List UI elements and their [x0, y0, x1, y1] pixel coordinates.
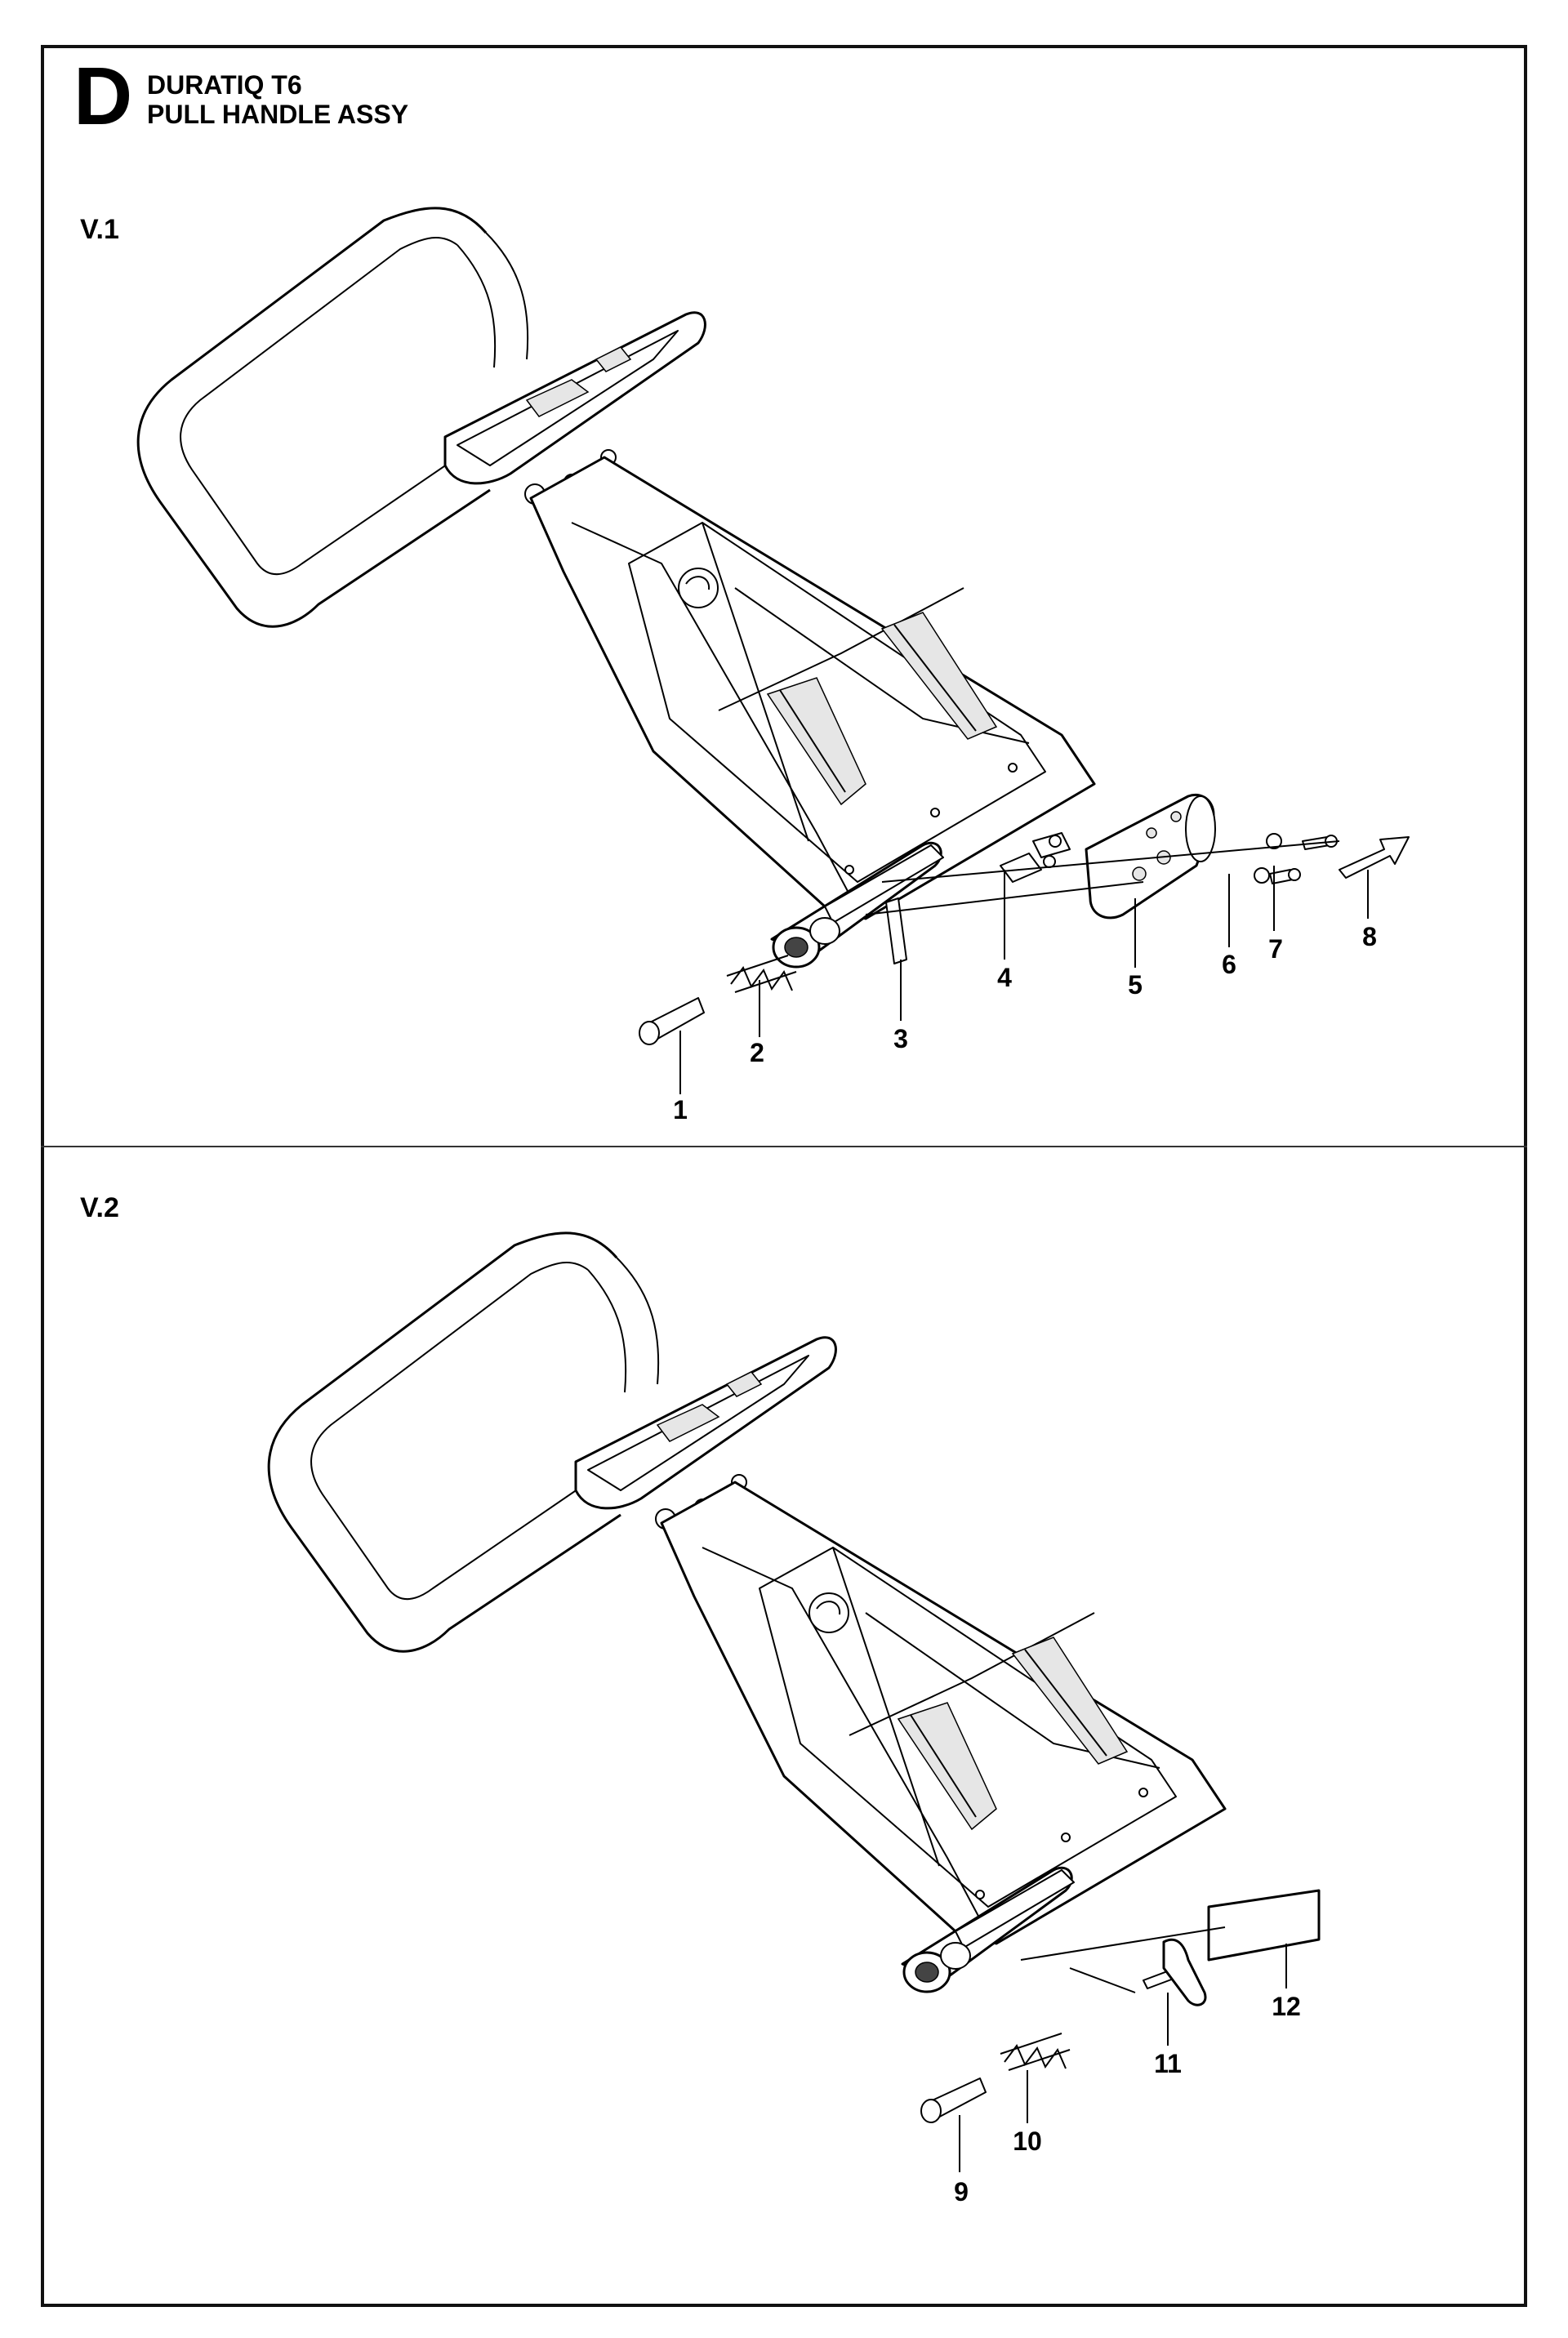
- v2-part-12-label: [1207, 1889, 1321, 1962]
- v1-part-4-bracket: [1000, 832, 1071, 883]
- variant-2-label: V.2: [80, 1192, 119, 1223]
- part-number-11: 11: [1154, 2049, 1182, 2078]
- v2-part-10-spring: [1000, 2033, 1071, 2071]
- v1-part-5-cover: [1085, 794, 1216, 920]
- part-number-7: 7: [1268, 934, 1283, 964]
- part-number-2: 2: [750, 1038, 764, 1067]
- drawing-frame: [41, 45, 1527, 2307]
- v1-part-6-nut: [1254, 833, 1282, 884]
- v1-part-2-spring: [726, 955, 797, 993]
- v1-part-3-rod: [885, 897, 907, 964]
- part-number-6: 6: [1222, 950, 1236, 979]
- part-number-8: 8: [1362, 922, 1377, 951]
- variant-1-label: V.1: [80, 214, 119, 245]
- part-number-9: 9: [954, 2177, 969, 2207]
- part-number-5: 5: [1128, 970, 1143, 1000]
- v1-leader-lines: [679, 840, 1369, 1094]
- title-block: DURATIQ T6 PULL HANDLE ASSY: [147, 70, 408, 129]
- v1-part-8-arrow: [1339, 836, 1410, 879]
- section-letter: D: [74, 51, 133, 142]
- v2-part-9-pin: [920, 2077, 987, 2123]
- v2-part-11-knob: [1143, 1938, 1207, 2006]
- part-number-4: 4: [997, 963, 1012, 992]
- v1-part-numbers: 1 2 3 4 5 6 7 8: [673, 922, 1377, 1124]
- v1-pull-handle-drawing: 1 2 3 4 5 6 7 8: [136, 207, 1410, 1124]
- part-number-1: 1: [673, 1095, 688, 1124]
- v1-part-1-pin: [639, 997, 705, 1045]
- part-number-10: 10: [1013, 2126, 1042, 2156]
- part-number-3: 3: [893, 1024, 908, 1053]
- v2-pull-handle-drawing: 9 10 11 12: [267, 1231, 1321, 2207]
- assembly-name: PULL HANDLE ASSY: [147, 100, 409, 129]
- v2-leader-lines: [959, 1926, 1287, 2172]
- v2-part-numbers: 9 10 11 12: [954, 1992, 1301, 2207]
- section-divider: [41, 1146, 1527, 1147]
- model-name: DURATIQ T6: [147, 70, 302, 100]
- part-number-12: 12: [1272, 1992, 1301, 2021]
